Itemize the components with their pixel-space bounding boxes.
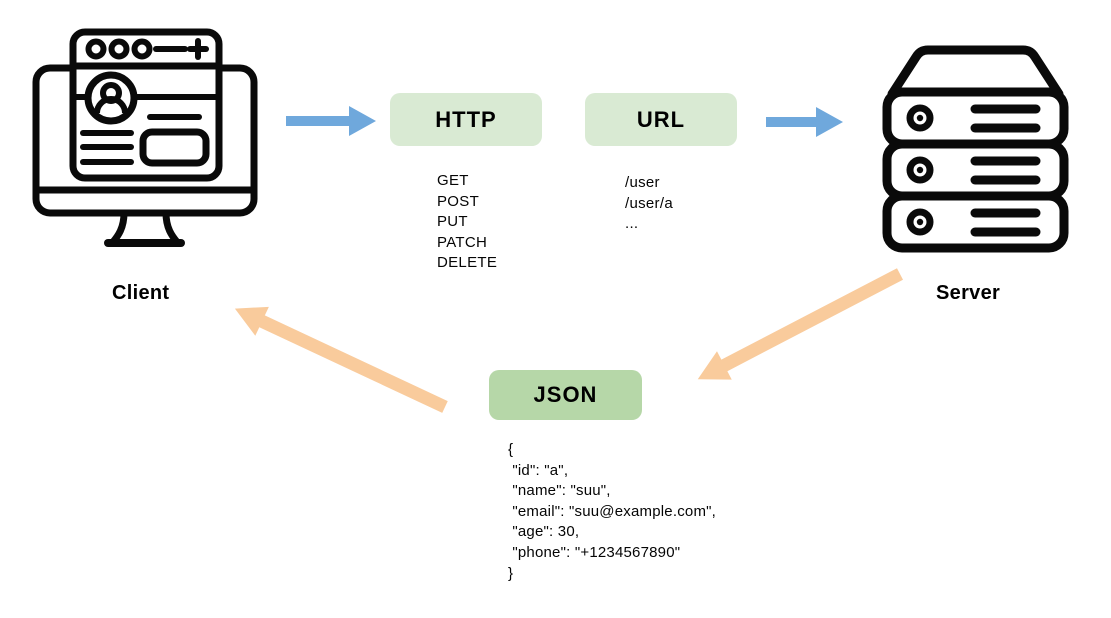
server-label: Server [936,282,1001,304]
client-label: Client [112,282,170,304]
http-method: PATCH [437,233,488,251]
http-method: POST [437,192,480,210]
url-box-title: URL [636,106,686,132]
url-path: /user/a [625,194,673,212]
client-browser-monitor-icon [32,28,258,247]
json-code-block: { "id": "a", "name": "suu", "email": "su… [508,440,716,584]
orange-arrow-server-to-json-icon [697,268,904,380]
http-method: DELETE [437,254,498,271]
http-methods-list: GET POST PUT PATCH DELETE [437,171,497,274]
json-box: JSON [489,370,642,420]
json-code-line: "phone": "+1234567890" [508,543,681,561]
http-method: PUT [437,213,468,230]
http-method: GET [437,172,469,189]
json-code-line: "name": "suu", [508,482,611,500]
orange-arrow-json-to-client-icon [234,306,448,413]
server-stack-icon [882,45,1069,253]
json-box-title: JSON [533,382,598,407]
json-code-line: "age": 30, [508,523,580,541]
url-path: /user [625,174,660,191]
blue-arrow-client-to-http-icon [286,106,376,136]
blue-arrow-url-to-server-icon [766,107,843,137]
http-box-title: HTTP [435,106,497,132]
json-code-line: { [508,441,514,458]
url-path: ... [625,215,639,232]
http-box: HTTP [390,93,542,146]
url-box: URL [585,93,737,146]
url-paths-list: /user /user/a ... [625,173,673,235]
json-code-line: "email": "suu@example.com", [508,502,717,520]
json-code-line: "id": "a", [508,461,569,479]
json-code-line: } [508,564,514,582]
